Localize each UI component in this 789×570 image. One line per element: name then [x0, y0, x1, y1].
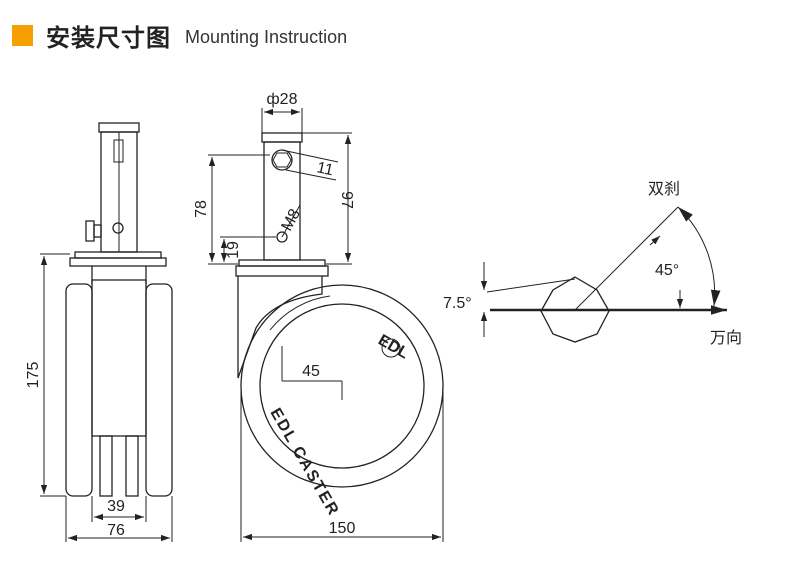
accent-square-icon [12, 24, 33, 46]
front-inner-width-label: 39 [107, 498, 125, 515]
page-title: 安装尺寸图 [46, 23, 171, 52]
angle-75-label: 7.5° [443, 295, 472, 312]
wheel-diameter-label: 150 [329, 520, 356, 537]
direction-label: 万向 [710, 329, 742, 347]
brand-logo: EDL [375, 332, 411, 363]
wheel-brand-text: EDL CASTER [267, 406, 343, 520]
front-height-label: 175 [25, 362, 42, 389]
height-19-label: 19 [225, 241, 242, 259]
brake-label: 双刹 [648, 180, 680, 198]
brand-logo-text: EDL [375, 332, 411, 363]
header: 安装尺寸图 Mounting Instruction [12, 18, 347, 52]
page-subtitle: Mounting Instruction [185, 26, 348, 47]
angle-45-label: 45° [655, 262, 679, 279]
stem-diameter-label: ф28 [267, 91, 298, 108]
front-outer-width-label: 76 [107, 522, 125, 539]
height-78-label: 78 [193, 200, 210, 218]
side-view: 45 EDL CASTER EDL ф28 11 M8 78 19 97 [193, 91, 444, 542]
front-view: 175 39 76 [25, 122, 173, 542]
hex-size-label: 11 [315, 159, 335, 179]
height-97-label: 97 [338, 191, 355, 209]
angle-view: 双刹 万向 45° 7.5° [443, 180, 742, 347]
side-offset-label: 45 [302, 363, 320, 380]
